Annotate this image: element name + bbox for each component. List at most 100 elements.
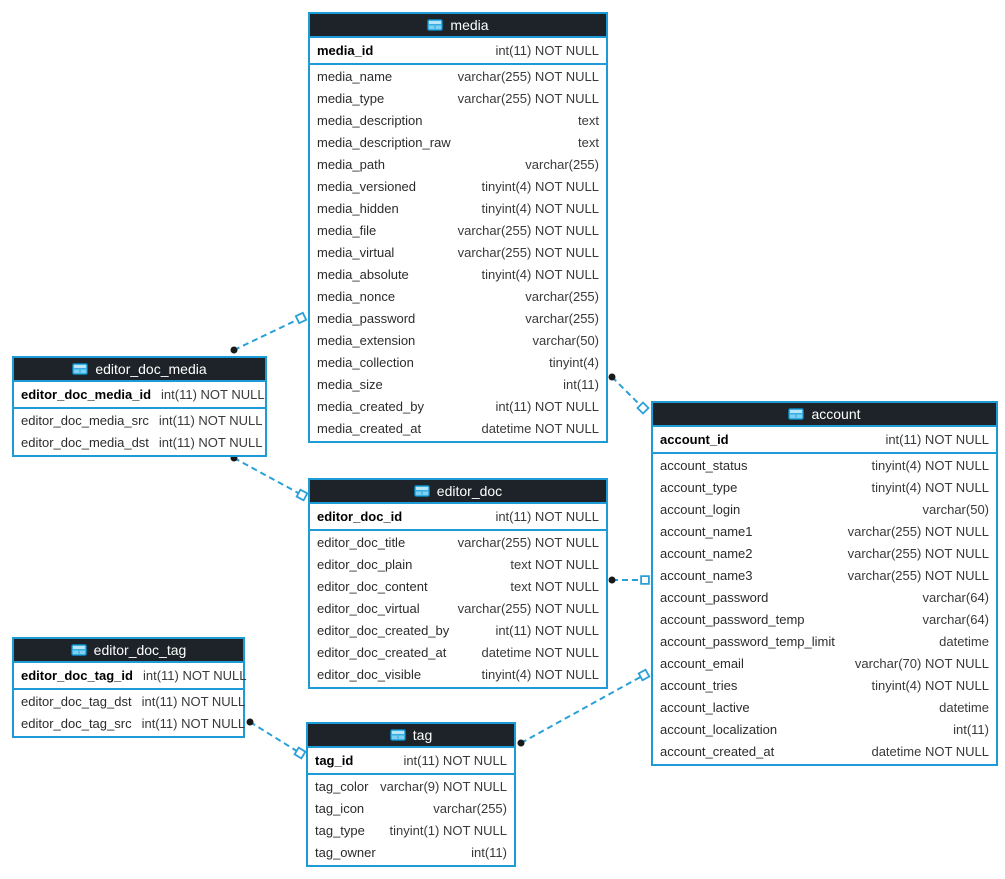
field-row[interactable]: account_email varchar(70) NOT NULL — [653, 653, 996, 675]
table-editor_doc_media[interactable]: editor_doc_media editor_doc_media_id int… — [12, 356, 267, 457]
field-row[interactable]: media_collection tinyint(4) — [310, 352, 606, 374]
field-row[interactable]: media_type varchar(255) NOT NULL — [310, 88, 606, 110]
field-row[interactable]: media_path varchar(255) — [310, 154, 606, 176]
field-row[interactable]: account_created_at datetime NOT NULL — [653, 741, 996, 763]
field-row[interactable]: editor_doc_media_src int(11) NOT NULL — [14, 410, 265, 432]
field-type: varchar(255) NOT NULL — [457, 535, 599, 550]
field-type: int(11) NOT NULL — [142, 668, 247, 683]
field-type: text — [578, 135, 599, 150]
field-name: tag_type — [315, 823, 365, 838]
field-row[interactable]: editor_doc_tag_dst int(11) NOT NULL — [14, 691, 245, 713]
table-header[interactable]: tag — [308, 724, 514, 748]
table-account[interactable]: account account_id int(11) NOT NULL acco… — [651, 401, 998, 766]
field-row[interactable]: media_id int(11) NOT NULL — [310, 39, 606, 62]
relationship-editor_doc_media-to-editor_doc[interactable] — [233, 457, 303, 496]
field-row[interactable]: media_nonce varchar(255) — [310, 286, 606, 308]
field-row[interactable]: tag_color varchar(9) NOT NULL — [308, 776, 514, 798]
table-tag[interactable]: tag tag_id int(11) NOT NULL tag_color va… — [306, 722, 516, 867]
field-row[interactable]: media_password varchar(255) — [310, 308, 606, 330]
field-row[interactable]: account_localization int(11) — [653, 719, 996, 741]
field-row[interactable]: editor_doc_visible tinyint(4) NOT NULL — [310, 664, 606, 686]
field-name: media_nonce — [317, 289, 396, 304]
field-name: media_path — [317, 157, 385, 172]
relationship-tag-to-account[interactable] — [520, 674, 645, 744]
field-row[interactable]: editor_doc_plain text NOT NULL — [310, 554, 606, 576]
field-row[interactable]: account_name1 varchar(255) NOT NULL — [653, 521, 996, 543]
field-row[interactable]: account_tries tinyint(4) NOT NULL — [653, 675, 996, 697]
field-row[interactable]: tag_id int(11) NOT NULL — [308, 749, 514, 772]
field-type: int(11) — [563, 377, 599, 392]
field-row[interactable]: media_extension varchar(50) — [310, 330, 606, 352]
field-row[interactable]: account_name2 varchar(255) NOT NULL — [653, 543, 996, 565]
field-name: account_localization — [660, 722, 778, 737]
field-row[interactable]: media_size int(11) — [310, 374, 606, 396]
field-name: account_password_temp — [660, 612, 805, 627]
field-row[interactable]: account_lactive datetime — [653, 697, 996, 719]
table-header[interactable]: editor_doc_tag — [14, 639, 243, 663]
field-row[interactable]: account_password varchar(64) — [653, 587, 996, 609]
relationship-target-diamond — [640, 575, 650, 585]
field-row[interactable]: tag_icon varchar(255) — [308, 798, 514, 820]
relationship-editor_doc_media-to-media[interactable] — [233, 317, 302, 351]
field-name: editor_doc_created_by — [317, 623, 450, 638]
field-row[interactable]: tag_type tinyint(1) NOT NULL — [308, 820, 514, 842]
field-row[interactable]: tag_owner int(11) — [308, 842, 514, 864]
field-row[interactable]: media_description_raw text — [310, 132, 606, 154]
field-type: varchar(255) — [525, 289, 599, 304]
relationship-source-dot — [608, 373, 616, 381]
field-row[interactable]: account_password_temp_limit datetime — [653, 631, 996, 653]
field-row[interactable]: account_id int(11) NOT NULL — [653, 428, 996, 451]
field-row[interactable]: account_password_temp varchar(64) — [653, 609, 996, 631]
field-row[interactable]: media_description text — [310, 110, 606, 132]
field-row[interactable]: media_hidden tinyint(4) NOT NULL — [310, 198, 606, 220]
field-type: tinyint(4) NOT NULL — [871, 480, 989, 495]
field-type: int(11) NOT NULL — [158, 435, 263, 450]
table-title: editor_doc_tag — [93, 642, 187, 658]
table-header[interactable]: account — [653, 403, 996, 427]
field-type: datetime NOT NULL — [481, 421, 599, 436]
field-name: account_created_at — [660, 744, 775, 759]
field-name: media_created_at — [317, 421, 422, 436]
table-header[interactable]: editor_doc — [310, 480, 606, 504]
field-row[interactable]: account_status tinyint(4) NOT NULL — [653, 455, 996, 477]
field-type: int(11) — [471, 845, 507, 860]
table-editor_doc[interactable]: editor_doc editor_doc_id int(11) NOT NUL… — [308, 478, 608, 689]
field-type: int(11) NOT NULL — [161, 387, 265, 402]
field-name: account_password_temp_limit — [660, 634, 835, 649]
field-type: tinyint(4) NOT NULL — [871, 678, 989, 693]
field-row[interactable]: media_created_at datetime NOT NULL — [310, 418, 606, 440]
relationship-source-dot — [517, 739, 525, 747]
table-media[interactable]: media media_id int(11) NOT NULL media_na… — [308, 12, 608, 443]
field-type: varchar(255) — [525, 157, 599, 172]
fields-section: editor_doc_tag_dst int(11) NOT NULL edit… — [14, 690, 245, 736]
table-header[interactable]: media — [310, 14, 606, 38]
field-row[interactable]: editor_doc_media_dst int(11) NOT NULL — [14, 432, 265, 454]
field-row[interactable]: account_name3 varchar(255) NOT NULL — [653, 565, 996, 587]
field-row[interactable]: editor_doc_created_at datetime NOT NULL — [310, 642, 606, 664]
field-row[interactable]: editor_doc_title varchar(255) NOT NULL — [310, 532, 606, 554]
field-row[interactable]: editor_doc_created_by int(11) NOT NULL — [310, 620, 606, 642]
table-editor_doc_tag[interactable]: editor_doc_tag editor_doc_tag_id int(11)… — [12, 637, 247, 738]
relationship-editor_doc_tag-to-tag[interactable] — [249, 721, 301, 754]
field-type: tinyint(1) NOT NULL — [389, 823, 507, 838]
field-row[interactable]: account_type tinyint(4) NOT NULL — [653, 477, 996, 499]
field-row[interactable]: editor_doc_tag_src int(11) NOT NULL — [14, 713, 245, 735]
field-row[interactable]: editor_doc_id int(11) NOT NULL — [310, 505, 606, 528]
field-row[interactable]: media_name varchar(255) NOT NULL — [310, 66, 606, 88]
field-name: account_login — [660, 502, 741, 517]
field-row[interactable]: media_absolute tinyint(4) NOT NULL — [310, 264, 606, 286]
field-row[interactable]: media_file varchar(255) NOT NULL — [310, 220, 606, 242]
field-row[interactable]: editor_doc_content text NOT NULL — [310, 576, 606, 598]
field-row[interactable]: editor_doc_tag_id int(11) NOT NULL — [14, 664, 247, 687]
field-row[interactable]: media_created_by int(11) NOT NULL — [310, 396, 606, 418]
relationship-media-to-account[interactable] — [611, 376, 644, 409]
table-header[interactable]: editor_doc_media — [14, 358, 265, 382]
field-row[interactable]: editor_doc_virtual varchar(255) NOT NULL — [310, 598, 606, 620]
field-row[interactable]: editor_doc_media_id int(11) NOT NULL — [14, 383, 265, 406]
field-type: varchar(64) — [922, 612, 989, 627]
field-type: tinyint(4) NOT NULL — [481, 267, 599, 282]
field-row[interactable]: media_versioned tinyint(4) NOT NULL — [310, 176, 606, 198]
field-row[interactable]: media_virtual varchar(255) NOT NULL — [310, 242, 606, 264]
field-row[interactable]: account_login varchar(50) — [653, 499, 996, 521]
